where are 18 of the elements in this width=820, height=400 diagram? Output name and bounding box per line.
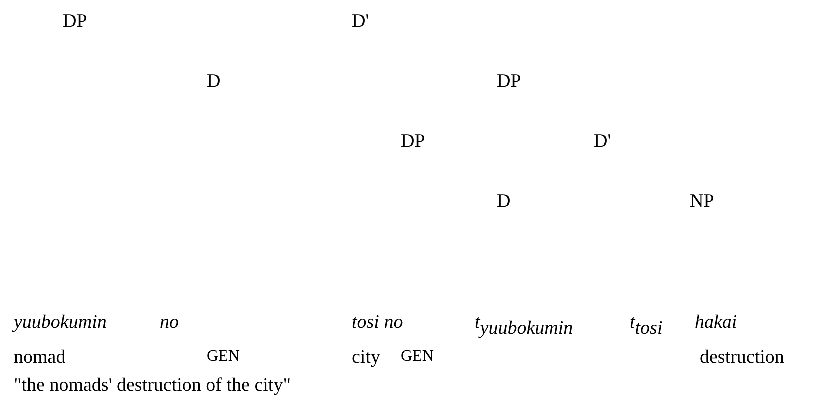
category-label: NP <box>690 192 714 211</box>
word-gloss: yuubokumin <box>14 313 107 332</box>
word-gloss: tosi no <box>352 313 404 332</box>
category-label: D' <box>594 132 612 151</box>
word-gloss: no <box>160 313 179 332</box>
gloss-label: city <box>352 348 380 367</box>
category-label: DP <box>63 12 88 31</box>
translation: "the nomads' destruction of the city" <box>14 376 291 395</box>
category-label: DP <box>497 72 522 91</box>
word-gloss: hakai <box>695 313 738 332</box>
gloss-label: nomad <box>14 348 66 367</box>
category-label: DP <box>401 132 426 151</box>
category-label: D <box>497 192 511 211</box>
gloss-label: GEN <box>207 349 240 365</box>
gloss-label: destruction <box>700 348 784 367</box>
category-label: D <box>207 72 221 91</box>
category-label: D' <box>352 12 370 31</box>
gloss-label: GEN <box>401 349 434 365</box>
